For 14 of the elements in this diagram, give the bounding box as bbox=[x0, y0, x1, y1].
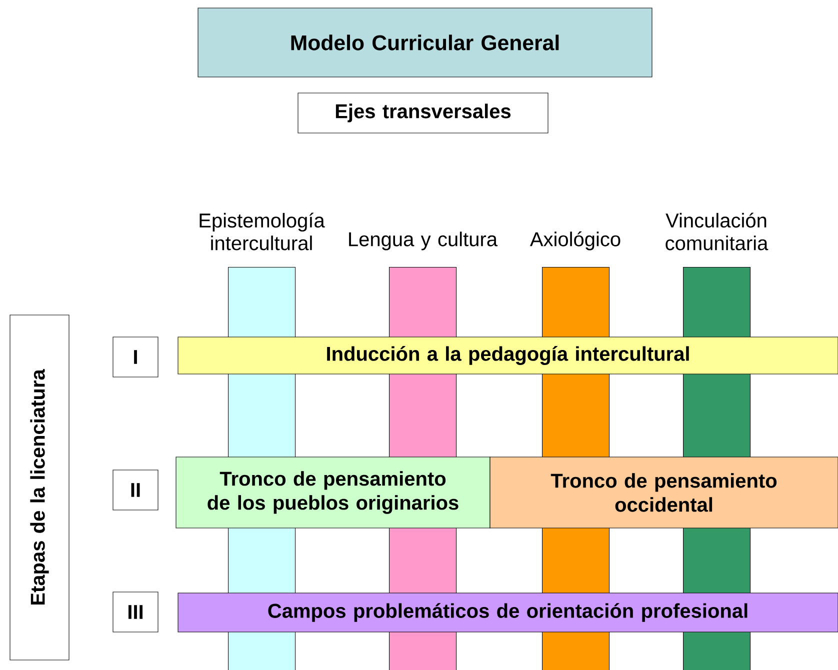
label-box: Campos problemáticos de orientación profesional bbox=[178, 592, 838, 632]
label-box: Ejes transversales bbox=[298, 92, 548, 134]
node-label: Axiológico bbox=[530, 231, 620, 250]
node-label: Vinculación comunitaria bbox=[666, 212, 768, 250]
node-label: Epistemología intercultural bbox=[200, 212, 325, 250]
label-box: Inducción a la pedagogía intercultural bbox=[178, 336, 838, 374]
stage-box: Etapas de la licenciatura bbox=[10, 314, 70, 660]
label-box: Tronco de pensamiento occidental bbox=[490, 456, 838, 528]
node-label: Lengua y cultura bbox=[349, 232, 498, 250]
label-box: I bbox=[112, 336, 158, 378]
label-box: Modelo Curricular General bbox=[198, 8, 652, 78]
label-box: Tronco de pensamiento de los pueblos originarios bbox=[176, 456, 490, 528]
label-box: III bbox=[112, 592, 158, 632]
label-box: II bbox=[112, 470, 158, 510]
